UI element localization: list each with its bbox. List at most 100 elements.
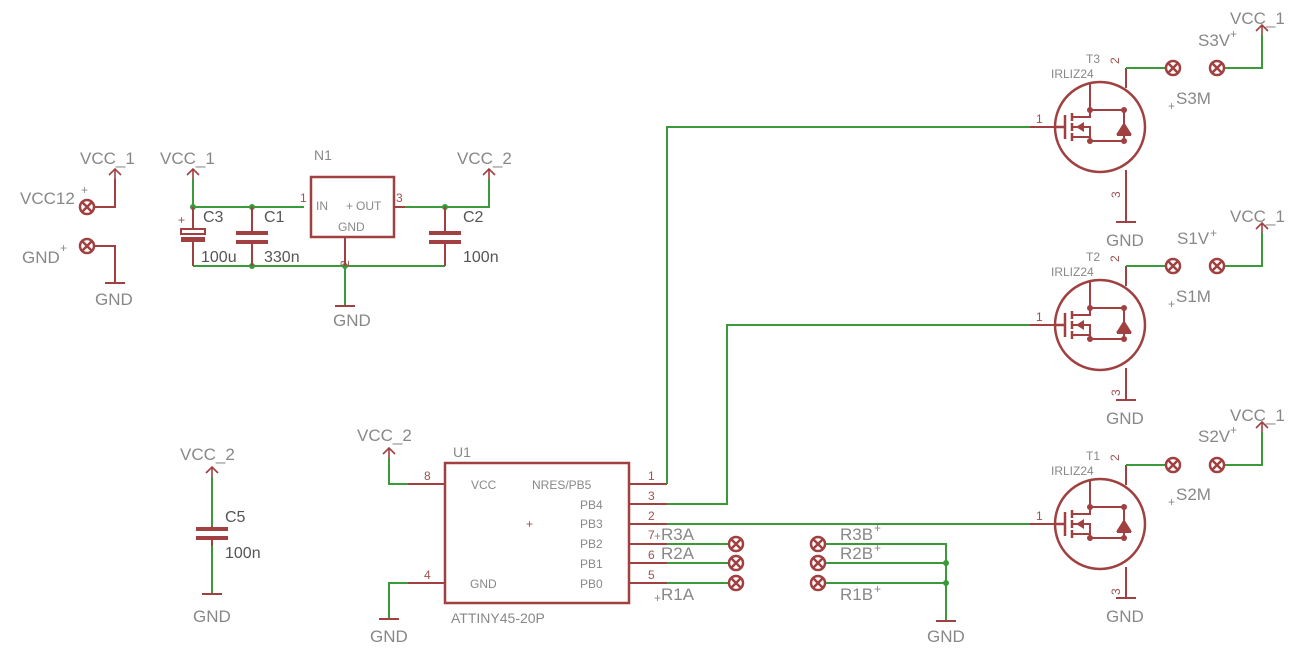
- vcc1-label-regulator: VCC_1: [160, 149, 215, 168]
- svg-text:+: +: [526, 517, 533, 531]
- r3a-pad[interactable]: [727, 535, 745, 553]
- t3-pin3: 3: [1109, 191, 1123, 198]
- t1-pin1: 1: [1036, 509, 1043, 523]
- capacitor-c5[interactable]: VCC_2 C5 100n GND: [180, 445, 261, 626]
- u1-pin-gnd: GND: [470, 577, 497, 591]
- r1a-label: R1A: [661, 585, 695, 604]
- mosfet-t1[interactable]: T1 IRLIZ24 1 2 3 GND VCC_1 S2V + S2M +: [1030, 406, 1285, 626]
- t1-part: IRLIZ24: [1051, 464, 1094, 478]
- gnd-in-pad[interactable]: [78, 237, 96, 255]
- t1-name: T1: [1086, 449, 1100, 463]
- c3-value: 100u: [201, 249, 237, 266]
- t2-pin3: 3: [1109, 389, 1123, 396]
- s3v-label: S3V: [1198, 31, 1231, 50]
- n1-name: N1: [314, 147, 332, 163]
- vcc1-label-t1: VCC_1: [1230, 406, 1285, 425]
- r3b-label: R3B: [840, 525, 873, 544]
- u1-pinnum-3: 3: [648, 489, 655, 503]
- r3a-label: R3A: [661, 525, 695, 544]
- r2b-pad[interactable]: [809, 554, 827, 572]
- gnd-label-regulator: GND: [333, 311, 371, 330]
- mcu-u1[interactable]: VCC_2 GND U1 ATTINY45-20P + VCC GND NRES…: [357, 426, 667, 646]
- vcc12-pad[interactable]: [78, 198, 96, 216]
- s2v-pad[interactable]: [1208, 456, 1226, 474]
- gnd-label-t3: GND: [1106, 231, 1144, 250]
- gnd-label-c5: GND: [193, 607, 231, 626]
- svg-text:+: +: [81, 183, 88, 197]
- r1b-pad[interactable]: [809, 574, 827, 592]
- svg-text:+: +: [874, 541, 881, 555]
- svg-text:+: +: [346, 199, 353, 213]
- r2a-pad[interactable]: [727, 554, 745, 572]
- mosfet-t3[interactable]: T3 IRLIZ24 1 2 3 GND VCC_1 S3V + S3M +: [1030, 9, 1285, 250]
- vcc2-label-u1: VCC_2: [357, 426, 412, 445]
- r2b-label: R2B: [840, 544, 873, 563]
- t1-pin3: 3: [1109, 588, 1123, 595]
- r1a-pad[interactable]: [727, 574, 745, 592]
- gnd-label-t1: GND: [1106, 607, 1144, 626]
- t2-part: IRLIZ24: [1051, 265, 1094, 279]
- u1-pin-pb4: PB4: [580, 498, 603, 512]
- s2v-label: S2V: [1198, 427, 1231, 446]
- u1-pin-vcc: VCC: [471, 478, 497, 492]
- capacitor-c2[interactable]: C2 100n: [429, 207, 499, 266]
- resistor-b-pads: R3B R2B R1B + + + GND: [809, 521, 965, 646]
- resistor-a-pads: R3A R2A R1A + +: [654, 525, 745, 605]
- c1-value: 330n: [264, 249, 300, 266]
- t3-part: IRLIZ24: [1051, 67, 1094, 81]
- capacitor-c1[interactable]: C1 330n: [236, 207, 300, 266]
- gnd-label-u1: GND: [370, 627, 408, 646]
- c2-value: 100n: [463, 249, 499, 266]
- gnd-label-t2: GND: [1106, 409, 1144, 428]
- s3v-pad[interactable]: [1208, 59, 1226, 77]
- gnd-in-label: GND: [22, 248, 60, 267]
- s2m-label: S2M: [1176, 485, 1211, 504]
- capacitor-c3[interactable]: + C3 100u: [178, 207, 237, 266]
- svg-text:+: +: [60, 241, 67, 255]
- u1-name: U1: [453, 444, 471, 460]
- n1-out-label: OUT: [356, 199, 382, 213]
- svg-text:+: +: [178, 213, 185, 227]
- u1-pin-pb1: PB1: [580, 557, 603, 571]
- svg-text:+: +: [1168, 99, 1175, 113]
- n1-pin3: 3: [396, 191, 403, 205]
- vcc1-label-input: VCC_1: [80, 149, 135, 168]
- s1m-pad[interactable]: [1164, 257, 1182, 275]
- s2m-pad[interactable]: [1164, 456, 1182, 474]
- mosfet-t2[interactable]: T2 IRLIZ24 1 2 3 GND VCC_1 S1V + S1M +: [1030, 207, 1285, 428]
- u1-pin-pb5: NRES/PB5: [532, 478, 592, 492]
- t3-pin1: 1: [1036, 112, 1043, 126]
- n1-gnd-label: GND: [338, 220, 365, 234]
- t2-name: T2: [1086, 250, 1100, 264]
- svg-text:+: +: [654, 529, 661, 543]
- s3m-pad[interactable]: [1164, 59, 1182, 77]
- s1v-label: S1V: [1177, 229, 1210, 248]
- vcc1-label-t3: VCC_1: [1230, 9, 1285, 28]
- n1-pin1: 1: [300, 191, 307, 205]
- u1-pinnum-2: 2: [648, 509, 655, 523]
- r1b-label: R1B: [840, 585, 873, 604]
- n1-in-label: IN: [316, 199, 328, 213]
- regulator-section: VCC_1 + C3 100u C1 330n N1 IN: [160, 147, 512, 330]
- input-connector: VCC_1 VCC12 + GND + GND: [20, 149, 135, 309]
- svg-text:+: +: [874, 521, 881, 535]
- s3m-label: S3M: [1176, 89, 1211, 108]
- u1-pinnum-1: 1: [648, 469, 655, 483]
- t2-pin2: 2: [1108, 255, 1122, 262]
- c3-name: C3: [203, 209, 224, 226]
- c1-name: C1: [264, 209, 285, 226]
- svg-text:+: +: [1168, 495, 1175, 509]
- r3b-pad[interactable]: [809, 535, 827, 553]
- u1-pinnum-7: 7: [648, 528, 655, 542]
- t3-pin2: 2: [1108, 57, 1122, 64]
- u1-pin-pb0: PB0: [580, 577, 603, 591]
- u1-pinnum-4: 4: [424, 568, 431, 582]
- r2a-label: R2A: [661, 544, 695, 563]
- s1m-label: S1M: [1176, 287, 1211, 306]
- regulator-n1[interactable]: N1 IN + OUT GND 1 3 2: [300, 147, 405, 267]
- c2-name: C2: [463, 209, 484, 226]
- svg-text:+: +: [1230, 27, 1237, 41]
- u1-pin-pb3: PB3: [580, 517, 603, 531]
- svg-text:+: +: [1168, 297, 1175, 311]
- s1v-pad[interactable]: [1208, 257, 1226, 275]
